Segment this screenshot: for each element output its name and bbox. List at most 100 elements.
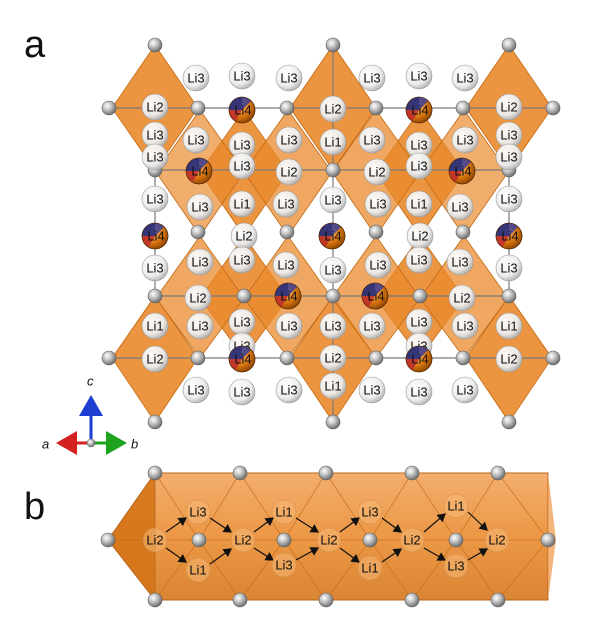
li4-atom-label: Li4 xyxy=(191,164,208,179)
li-atom: Li3 xyxy=(451,312,479,340)
li-atom-label: Li3 xyxy=(233,138,250,153)
li4-atom: Li4 xyxy=(361,282,389,310)
li-atom: Li3 xyxy=(186,248,214,276)
framework-atom xyxy=(501,288,517,304)
li-atom: Li1 xyxy=(185,557,211,583)
li-atom: Li3 xyxy=(228,246,256,274)
li-atom-label: Li3 xyxy=(363,319,380,334)
li-atom: Li3 xyxy=(319,186,347,214)
li-atom: Li3 xyxy=(495,254,523,282)
framework-atom xyxy=(147,465,163,481)
li-atom-label: Li3 xyxy=(233,253,250,268)
axis-b-label: b xyxy=(131,437,138,452)
li-atom: Li3 xyxy=(319,256,347,284)
li4-atom: Li4 xyxy=(495,222,523,250)
li-atom-label: Li3 xyxy=(363,71,380,86)
li-atom: Li3 xyxy=(275,126,303,154)
framework-atom xyxy=(501,414,517,430)
li-atom: Li1 xyxy=(319,372,347,400)
li-atom: Li2 xyxy=(319,95,347,123)
li-atom-label: Li3 xyxy=(500,150,517,165)
framework-atom xyxy=(190,100,206,116)
axis-a-label: a xyxy=(42,437,49,452)
li-atom-label: Li3 xyxy=(410,138,427,153)
framework-atom xyxy=(412,288,428,304)
li4-atom-label: Li4 xyxy=(324,229,341,244)
li-atom-label: Li3 xyxy=(451,200,468,215)
framework-atom xyxy=(455,100,471,116)
li-atom-label: Li3 xyxy=(447,559,464,574)
panel-b-label: b xyxy=(24,486,46,528)
li-atom: Li3 xyxy=(405,308,433,336)
li-atom: Li2 xyxy=(495,345,523,373)
li-atom-label: Li2 xyxy=(146,100,163,115)
framework-atom xyxy=(279,100,295,116)
li-atom-label: Li3 xyxy=(191,319,208,334)
li4-atom: Li4 xyxy=(228,96,256,124)
li-atom-label: Li3 xyxy=(363,133,380,148)
li-atom-label: Li1 xyxy=(146,319,163,334)
li-atom: Li3 xyxy=(451,64,479,92)
framework-atom xyxy=(190,350,206,366)
li-atom: Li3 xyxy=(405,152,433,180)
framework-atom xyxy=(232,592,248,608)
li-atom: Li3 xyxy=(185,499,211,525)
framework-atom xyxy=(545,100,561,116)
li-atom-label: Li2 xyxy=(403,533,420,548)
li-atom: Li3 xyxy=(141,143,169,171)
panel-a-label: a xyxy=(24,24,46,66)
panel-b-arrows xyxy=(165,511,489,565)
li4-atom: Li4 xyxy=(405,345,433,373)
li-atom: Li3 xyxy=(182,64,210,92)
li-atom-label: Li2 xyxy=(189,291,206,306)
li-atom: Li3 xyxy=(275,312,303,340)
li-atom: Li3 xyxy=(182,376,210,404)
li-atom-label: Li1 xyxy=(324,379,341,394)
li-atom-label: Li3 xyxy=(191,255,208,270)
li-atom-label: Li3 xyxy=(500,192,517,207)
framework-atom xyxy=(545,350,561,366)
axis-c-label: c xyxy=(87,374,94,389)
framework-atom xyxy=(490,465,506,481)
li-atom-label: Li3 xyxy=(410,315,427,330)
li-atom: Li2 xyxy=(230,222,258,250)
li-atom: Li3 xyxy=(228,152,256,180)
li-atom-label: Li2 xyxy=(324,351,341,366)
li-atom: Li3 xyxy=(182,126,210,154)
li-atom: Li3 xyxy=(358,376,386,404)
li-atom: Li3 xyxy=(446,248,474,276)
li4-atom: Li4 xyxy=(141,222,169,250)
framework-atom xyxy=(147,37,163,53)
li-atom: Li3 xyxy=(186,193,214,221)
li-atom-label: Li1 xyxy=(361,561,378,576)
li4-atom: Li4 xyxy=(448,157,476,185)
li-atom-label: Li2 xyxy=(411,229,428,244)
li-atom-label: Li3 xyxy=(410,253,427,268)
li4-atom-label: Li4 xyxy=(411,352,428,367)
li-atom-label: Li3 xyxy=(456,133,473,148)
li-atom-label: Li3 xyxy=(280,71,297,86)
li-atom: Li3 xyxy=(443,553,469,579)
li-atom: Li1 xyxy=(357,555,383,581)
framework-atom xyxy=(325,162,341,178)
li-atom-label: Li3 xyxy=(369,197,386,212)
li4-atom: Li4 xyxy=(185,157,213,185)
framework-atom xyxy=(490,592,506,608)
li4-atom-label: Li4 xyxy=(280,289,297,304)
li-atom: Li3 xyxy=(495,185,523,213)
li-atom-label: Li3 xyxy=(280,133,297,148)
li-atom-label: Li3 xyxy=(280,319,297,334)
li-atom: Li3 xyxy=(364,190,392,218)
li-atom-label: Li3 xyxy=(187,133,204,148)
li-atom-label: Li3 xyxy=(277,197,294,212)
framework-atom xyxy=(362,532,378,548)
framework-atom xyxy=(404,592,420,608)
li4-atom-label: Li4 xyxy=(234,103,251,118)
framework-atom xyxy=(232,465,248,481)
framework-atom xyxy=(368,100,384,116)
li-atom: Li3 xyxy=(275,64,303,92)
li-atom: Li3 xyxy=(405,62,433,90)
li-atom: Li2 xyxy=(363,158,391,186)
li-atom: Li3 xyxy=(186,312,214,340)
